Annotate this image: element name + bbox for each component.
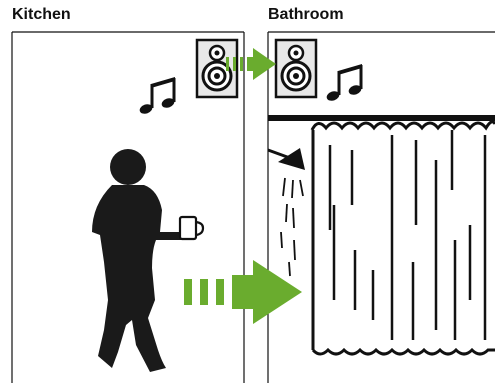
bathroom-speaker-icon bbox=[276, 40, 316, 97]
kitchen-music-note-icon bbox=[138, 77, 175, 115]
bathroom-music-note-icon bbox=[325, 64, 362, 102]
shower-head-icon bbox=[268, 148, 305, 276]
coffee-mug-icon bbox=[180, 217, 203, 239]
sound-arrow bbox=[184, 260, 302, 324]
person-silhouette bbox=[92, 149, 186, 372]
shower-curtain bbox=[312, 122, 495, 354]
kitchen-speaker-icon bbox=[197, 40, 237, 97]
